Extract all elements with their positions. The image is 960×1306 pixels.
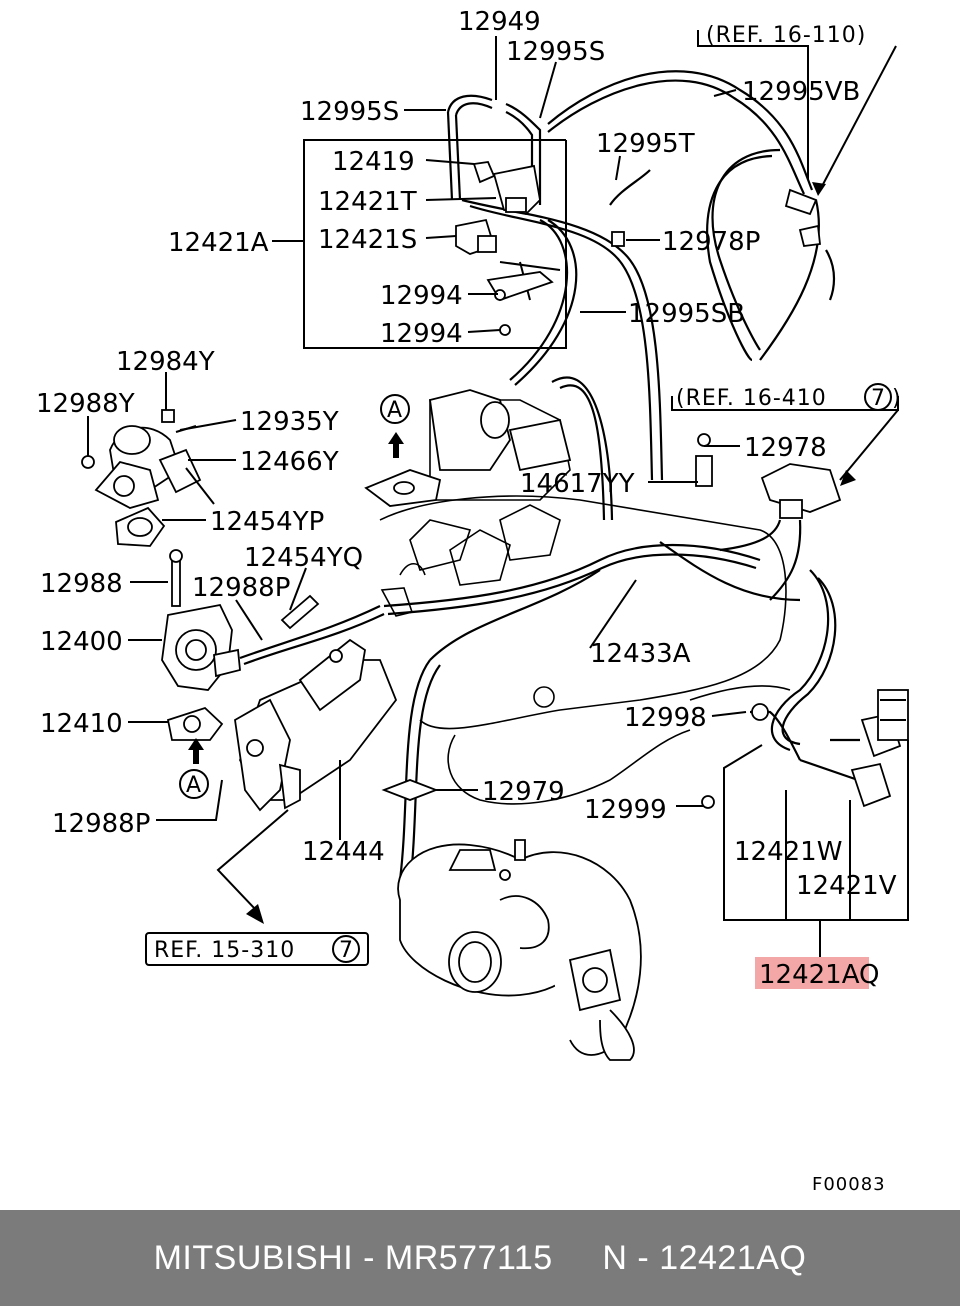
label-12410: 12410: [40, 709, 123, 739]
parts-diagram: 12949 12995S 12995S 12995VB (REF. 16-110…: [36, 7, 909, 1195]
label-12466y: 12466Y: [240, 447, 339, 477]
throttle-body: [364, 389, 572, 507]
vacuum-hoses: [239, 70, 860, 886]
label-marker-a-bottom: A: [186, 773, 202, 798]
label-12421w: 12421W: [734, 837, 842, 867]
ref-15-310-circle-icon: [332, 935, 360, 963]
label-12978: 12978: [744, 433, 827, 463]
label-ref-16-410-circle: 7: [871, 386, 886, 411]
footer-text: MITSUBISHI - MR577115 N - 12421AQ: [153, 1238, 807, 1277]
label-12995s-left: 12995S: [300, 97, 399, 127]
ref-16-410-circle-icon: [864, 383, 892, 411]
label-12454yq: 12454YQ: [244, 543, 363, 573]
label-12433a: 12433A: [590, 639, 691, 669]
label-14617yy: 14617YY: [520, 469, 635, 499]
label-12988p-bottom: 12988P: [52, 809, 150, 839]
label-ref-16-410: (REF. 16-410: [676, 386, 827, 411]
marker-arrows: [188, 182, 856, 924]
label-ref-16-110: (REF. 16-110): [706, 23, 866, 48]
marker-a-bottom-circle: [179, 769, 209, 799]
label-12979: 12979: [482, 777, 565, 807]
ref-15-310-box: [145, 932, 369, 966]
label-12421a: 12421A: [168, 228, 269, 258]
label-12994-a: 12994: [380, 281, 463, 311]
label-12454yp: 12454YP: [210, 507, 324, 537]
gasket-12454yq: [280, 594, 320, 630]
label-ref-15-310: REF. 15-310: [154, 938, 295, 963]
label-12421v: 12421V: [796, 871, 897, 901]
label-12421s: 12421S: [318, 225, 417, 255]
label-12999: 12999: [584, 795, 667, 825]
label-12419: 12419: [332, 147, 415, 177]
label-12984y: 12984Y: [116, 347, 215, 377]
label-12421t: 12421T: [318, 187, 417, 217]
label-ref-16-410-close: ): [892, 386, 902, 411]
label-12995s-top: 12995S: [506, 37, 605, 67]
label-12998: 12998: [624, 703, 707, 733]
leader-lines: [87, 30, 899, 911]
label-12978p: 12978P: [662, 227, 760, 257]
part-labels: 12949 12995S 12995S 12995VB (REF. 16-110…: [36, 7, 902, 1195]
label-12995t: 12995T: [596, 129, 695, 159]
label-12421aq: 12421AQ: [759, 960, 880, 990]
label-12995vb: 12995VB: [742, 77, 860, 107]
label-12995sb: 12995SB: [628, 299, 745, 329]
egr-valve-12400: [161, 549, 241, 691]
solenoid-valves-right: [381, 188, 909, 809]
label-12988p-top: 12988P: [192, 573, 290, 603]
turbocharger: [397, 839, 642, 1061]
label-12988: 12988: [40, 569, 123, 599]
label-12994-b: 12994: [380, 319, 463, 349]
figure-code: F00083: [812, 1174, 886, 1195]
label-12444: 12444: [302, 837, 385, 867]
egr-elbow-12935y: [81, 409, 202, 547]
label-12988y: 12988Y: [36, 389, 135, 419]
highlight-12421aq: [755, 957, 869, 989]
label-ref-15-310-circle: 7: [339, 938, 354, 963]
group-box-12421aq: [723, 740, 909, 921]
label-12949: 12949: [458, 7, 541, 37]
label-12935y: 12935Y: [240, 407, 339, 437]
marker-a-top-circle: [380, 394, 410, 424]
part-number-footer: MITSUBISHI - MR577115 N - 12421AQ: [0, 1210, 960, 1306]
label-marker-a-top: A: [387, 398, 403, 423]
label-12400: 12400: [40, 627, 123, 657]
egr-cooler-12444: [234, 638, 398, 812]
